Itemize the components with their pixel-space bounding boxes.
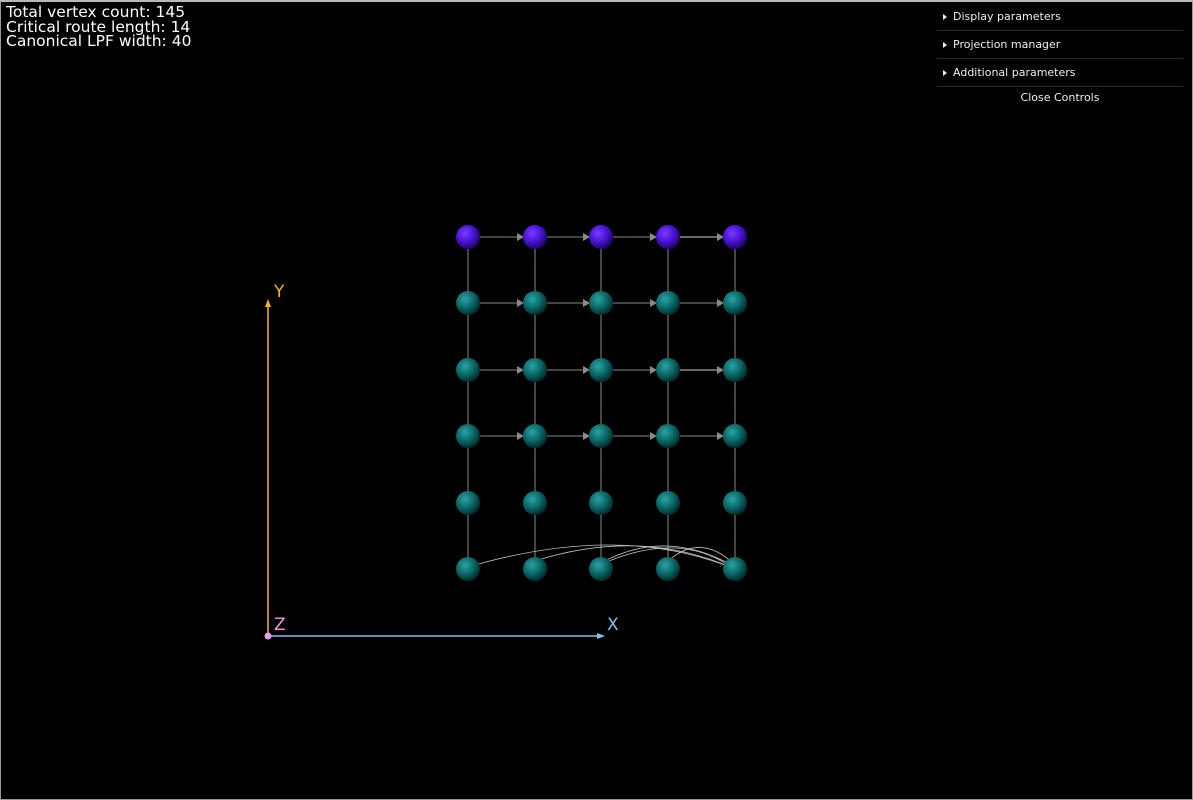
edge-arrowhead (650, 299, 657, 307)
vertex-count-text: Total vertex count: 145 (6, 3, 186, 21)
vertex[interactable] (523, 424, 547, 448)
edge-arrowhead (650, 233, 657, 241)
vertex[interactable] (589, 358, 613, 382)
vertex[interactable] (723, 358, 747, 382)
curved-edge (608, 547, 732, 568)
edge-arrowhead (583, 233, 590, 241)
source-vertex[interactable] (656, 225, 680, 249)
vertex[interactable] (589, 424, 613, 448)
vertex[interactable] (589, 291, 613, 315)
edge-arrowhead (717, 366, 724, 374)
axis-gizmo: Y Z X (264, 282, 619, 640)
curved-edge (667, 547, 736, 566)
arrowhead-layer (517, 233, 724, 440)
edge-arrowhead (583, 366, 590, 374)
edge-arrowhead (517, 366, 524, 374)
folder-label: Projection manager (953, 38, 1061, 51)
vertex[interactable] (456, 424, 480, 448)
vertex[interactable] (456, 291, 480, 315)
edge-arrowhead (650, 432, 657, 440)
node-layer (456, 225, 747, 581)
folder-display-parameters[interactable]: Display parameters (937, 3, 1183, 31)
edge-arrowhead (517, 299, 524, 307)
caret-right-icon (943, 13, 947, 20)
vertex[interactable] (723, 491, 747, 515)
source-vertex[interactable] (589, 225, 613, 249)
controls-panel: Display parameters Projection manager Ad… (937, 3, 1183, 107)
z-axis-label: Z (274, 615, 286, 635)
folder-projection-manager[interactable]: Projection manager (937, 31, 1183, 59)
edge-arrowhead (717, 432, 724, 440)
vertex[interactable] (723, 557, 747, 581)
edge-arrowhead (583, 432, 590, 440)
vertex[interactable] (456, 358, 480, 382)
y-axis-label: Y (273, 282, 285, 302)
lpf-width-text: Canonical LPF width: 40 (6, 32, 192, 50)
y-axis-arrowhead (265, 299, 271, 307)
curved-edge (600, 545, 736, 568)
vertex[interactable] (723, 424, 747, 448)
vertex[interactable] (523, 491, 547, 515)
edge-arrowhead (717, 299, 724, 307)
source-vertex[interactable] (523, 225, 547, 249)
folder-additional-parameters[interactable]: Additional parameters (937, 59, 1183, 87)
edge-arrowhead (517, 233, 524, 241)
edge-arrowhead (717, 233, 724, 241)
source-vertex[interactable] (723, 225, 747, 249)
curved-edge (534, 545, 736, 570)
caret-right-icon (943, 41, 947, 48)
x-axis-label: X (607, 615, 619, 635)
vertex[interactable] (523, 358, 547, 382)
vertex[interactable] (656, 557, 680, 581)
vertex[interactable] (656, 291, 680, 315)
curved-edge (467, 544, 736, 570)
x-axis-arrowhead (597, 633, 605, 639)
caret-right-icon (943, 69, 947, 76)
edge-layer (467, 236, 736, 570)
vertex[interactable] (456, 557, 480, 581)
vertex[interactable] (723, 291, 747, 315)
vertex[interactable] (589, 491, 613, 515)
vertex[interactable] (656, 491, 680, 515)
vertex[interactable] (456, 491, 480, 515)
edge-arrowhead (650, 366, 657, 374)
vertex[interactable] (656, 358, 680, 382)
folder-label: Additional parameters (953, 66, 1076, 79)
vertex[interactable] (523, 291, 547, 315)
vertex[interactable] (656, 424, 680, 448)
folder-label: Display parameters (953, 10, 1061, 23)
z-axis-origin-dot (264, 632, 272, 640)
source-vertex[interactable] (456, 225, 480, 249)
edge-arrowhead (517, 432, 524, 440)
vertex[interactable] (523, 557, 547, 581)
route-length-text: Critical route length: 14 (6, 17, 191, 36)
edge-arrowhead (583, 299, 590, 307)
stats-overlay: Total vertex count: 145 Critical route l… (6, 5, 191, 49)
vertex[interactable] (589, 557, 613, 581)
close-controls-button[interactable]: Close Controls (1020, 90, 1100, 104)
